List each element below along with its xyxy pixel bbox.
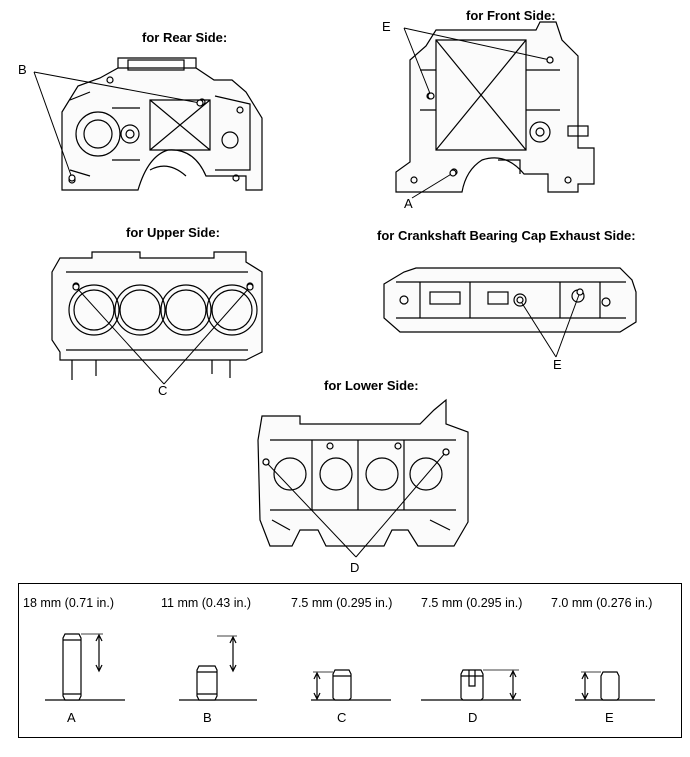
callout-b: B xyxy=(18,62,27,77)
engine-block-views xyxy=(33,21,637,558)
front-side-title: for Front Side: xyxy=(466,8,556,23)
pin-length-legend: 18 mm (0.71 in.) 11 mm (0.43 in.) 7.5 mm… xyxy=(18,583,682,738)
pin-a-label: A xyxy=(67,710,76,725)
pin-c-drawing xyxy=(311,669,391,701)
pin-b-label: B xyxy=(203,710,212,725)
pin-e-length: 7.0 mm (0.276 in.) xyxy=(551,596,653,610)
callout-d: D xyxy=(350,560,360,575)
crank-cap-exhaust-side-title: for Crankshaft Bearing Cap Exhaust Side: xyxy=(377,228,636,243)
pin-d-length: 7.5 mm (0.295 in.) xyxy=(421,596,523,610)
pin-d-drawing xyxy=(421,669,521,701)
pin-a-drawing xyxy=(45,633,125,701)
pin-d-label: D xyxy=(468,710,478,725)
crank-cap-exhaust-block xyxy=(383,267,637,333)
lower-side-block xyxy=(257,398,469,547)
callout-c: C xyxy=(158,383,168,398)
callout-a: A xyxy=(404,196,413,211)
pin-e-label: E xyxy=(605,710,614,725)
rear-side-block xyxy=(61,57,263,191)
pin-a-length: 18 mm (0.71 in.) xyxy=(23,596,115,610)
pin-drawings xyxy=(45,633,655,701)
pin-c-length: 7.5 mm (0.295 in.) xyxy=(291,596,393,610)
callout-e-front: E xyxy=(382,19,391,34)
pin-c-label: C xyxy=(337,710,347,725)
upper-side-block xyxy=(51,251,263,380)
pin-b-drawing xyxy=(179,635,257,701)
rear-side-title: for Rear Side: xyxy=(142,30,228,45)
upper-side-title: for Upper Side: xyxy=(126,225,220,240)
pin-b-length: 11 mm (0.43 in.) xyxy=(161,596,252,610)
pin-e-drawing xyxy=(575,671,655,701)
lower-side-title: for Lower Side: xyxy=(324,378,419,393)
callout-e-cap: E xyxy=(553,357,562,372)
